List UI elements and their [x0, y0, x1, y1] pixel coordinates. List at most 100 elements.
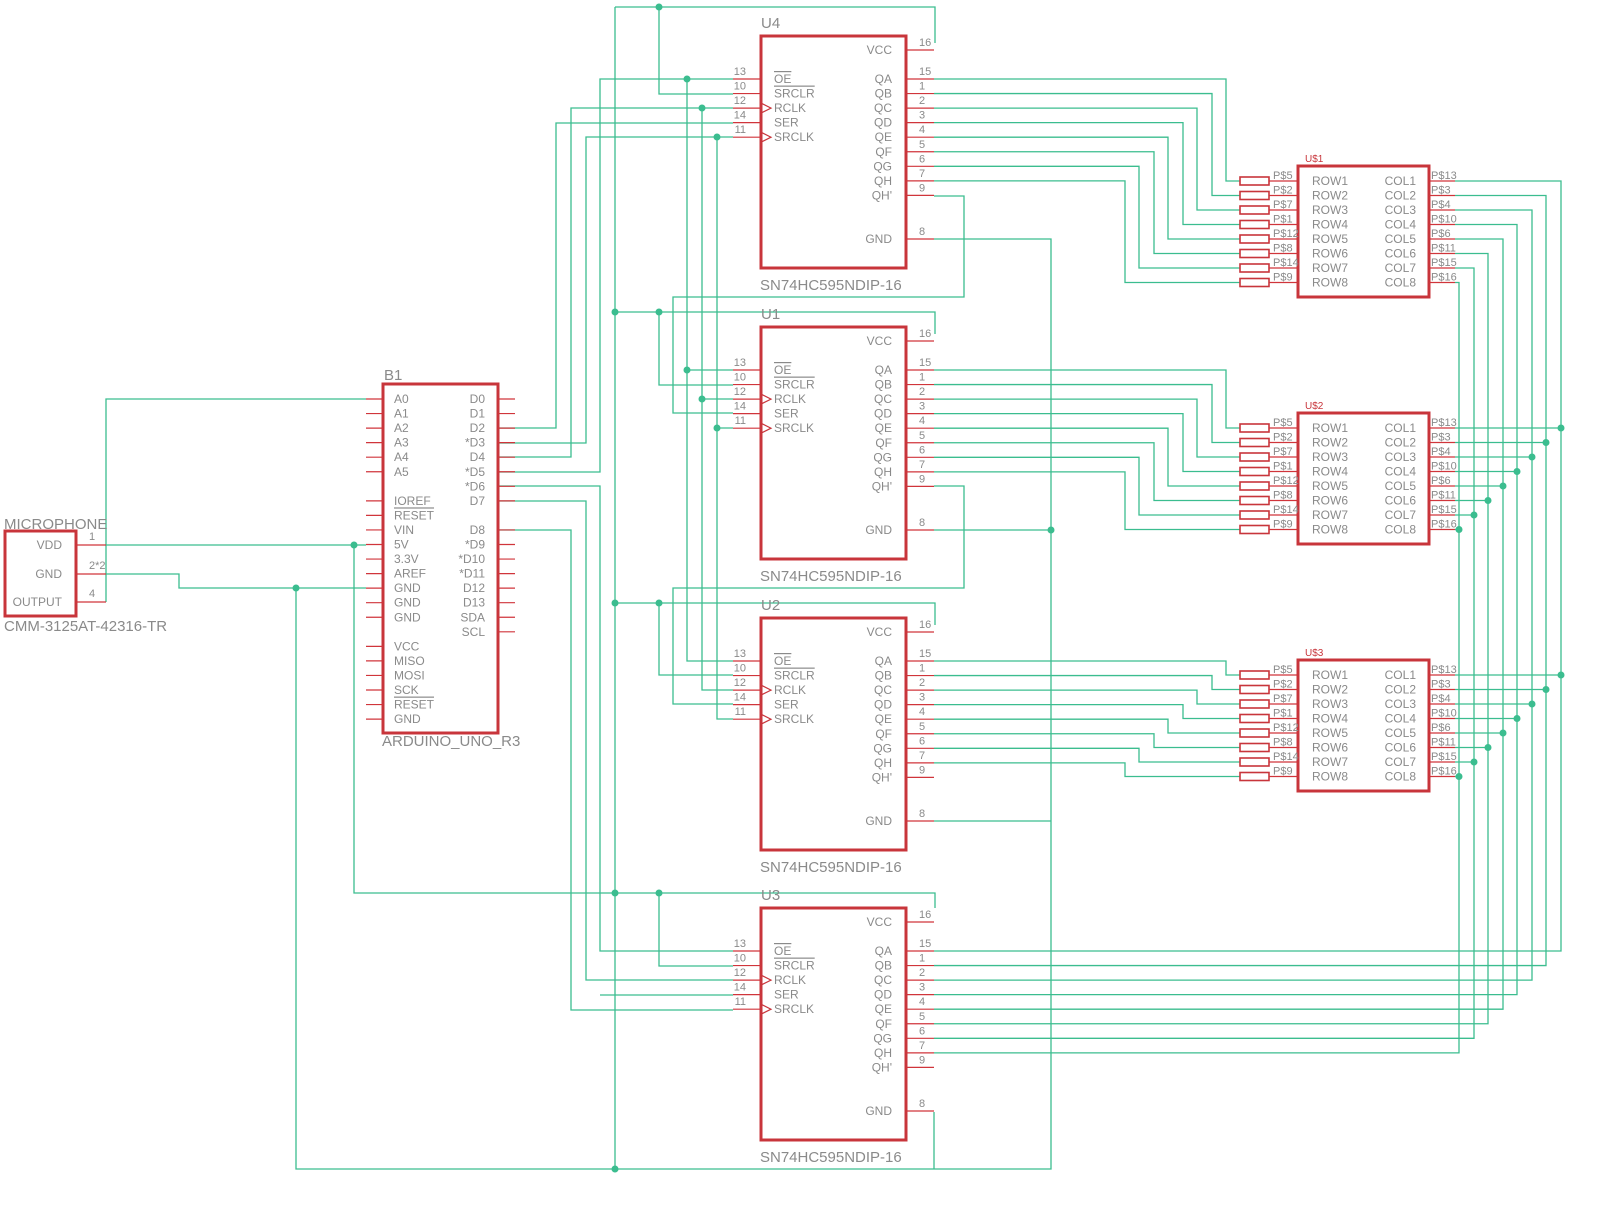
led-matrix-col-pad-label: P$11: [1431, 243, 1456, 255]
arduino-left-pin-label: 3.3V: [394, 552, 419, 566]
shift-register-pin-label: QB: [875, 669, 892, 683]
junction-dot: [655, 308, 663, 316]
shift-register-pin-label: QA: [875, 363, 892, 377]
junction-dot: [611, 1165, 619, 1173]
led-matrix-row-pad-label: P$12: [1273, 475, 1299, 487]
shift-register-pin-label: SER: [774, 407, 799, 421]
shift-register-pin-label: QB: [875, 87, 892, 101]
arduino-left-pin-label: GND: [394, 596, 421, 610]
shift-register-pin-number: 6: [919, 735, 925, 747]
shift-register-pin-label: SRCLR: [774, 87, 815, 101]
shift-register-pin-label: SRCLR: [774, 378, 815, 392]
shift-register-pin-number: 16: [919, 619, 931, 631]
shift-register-pin-number: 4: [919, 124, 925, 136]
led-matrix-col-pad-label: P$4: [1431, 693, 1451, 705]
led-matrix-row-pad-label: P$8: [1273, 737, 1293, 749]
row-resistor: [1239, 728, 1270, 738]
wire-col-1: [934, 180, 1562, 952]
led-matrix-col-pad-label: P$10: [1431, 461, 1457, 473]
junction-dot: [1499, 482, 1507, 490]
arduino-ref-label: B1: [384, 367, 402, 384]
shift-register-pin-number: 8: [919, 226, 925, 238]
arduino-left-pin-label: RESET: [394, 508, 435, 522]
led-matrix-col-pad-label: P$6: [1431, 722, 1451, 734]
row-resistor: [1239, 495, 1270, 506]
junction-dot: [655, 889, 663, 897]
wire-rclk-u3: [498, 500, 733, 981]
shift-register-pin-label: QC: [874, 973, 892, 987]
shift-register-pin-number: 5: [919, 139, 925, 151]
row-resistor: [1239, 452, 1270, 462]
led-matrix-col-pad-label: P$10: [1431, 214, 1457, 226]
wire-ser-u4: [498, 122, 733, 429]
row-resistor: [1239, 234, 1270, 244]
row-resistor: [1239, 481, 1270, 491]
led-matrix-col-pad-label: P$4: [1431, 199, 1451, 211]
led-matrix-row-label: ROW8: [1312, 770, 1348, 784]
led-matrix-col-label: COL8: [1385, 770, 1417, 784]
shift-register-pin-label: QE: [875, 421, 892, 435]
shift-register-pin-number: 11: [735, 706, 746, 718]
wire-chain-u4-u1: [672, 195, 965, 414]
clock-triangle: [760, 102, 773, 114]
junction-dot: [1455, 526, 1463, 533]
led-matrix-row-label: ROW4: [1312, 465, 1348, 479]
led-matrix-col-pad-label: P$11: [1431, 737, 1456, 749]
shift-register-pin-label: GND: [865, 523, 892, 537]
wire-row-3-1: [934, 660, 1240, 676]
led-matrix-row-pad-label: P$7: [1273, 446, 1293, 458]
shift-register-pin-number: 1: [919, 953, 925, 965]
led-matrix-col-label: COL4: [1385, 712, 1417, 726]
shift-register-pin-number: 16: [919, 328, 931, 340]
wire-row-1-1: [934, 78, 1240, 182]
microphone-pin-label: OUTPUT: [13, 595, 63, 609]
clock-triangle: [760, 422, 773, 434]
led-matrix-col-label: COL8: [1385, 523, 1417, 537]
shift-register-pin-number: 15: [919, 357, 931, 369]
shift-register-ref-label: U2: [761, 597, 780, 614]
shift-register-pin-label: QH: [874, 1046, 892, 1060]
junction-dot: [1455, 773, 1463, 780]
shift-register-pin-number: 9: [919, 473, 925, 485]
wire-row-2-8: [934, 471, 1240, 531]
led-matrix-col-label: COL7: [1385, 508, 1417, 522]
shift-register-ref-label: U3: [761, 887, 780, 904]
junction-dot: [1484, 744, 1492, 751]
led-matrix-col-pad-label: P$11: [1431, 490, 1456, 502]
shift-register-pin-number: 13: [734, 357, 746, 369]
arduino-left-pin-label: RESET: [394, 698, 435, 712]
wire-col-6: [934, 252, 1489, 1025]
shift-register-pin-label: SRCLK: [774, 130, 814, 144]
arduino-right-pin-label: *D6: [465, 479, 485, 493]
led-matrix-row-label: ROW3: [1312, 450, 1348, 464]
led-matrix-col-label: COL5: [1385, 726, 1417, 740]
led-matrix-col-pad-label: P$6: [1431, 475, 1451, 487]
shift-register-pin-number: 3: [919, 401, 925, 413]
shift-register-pin-number: 6: [919, 444, 925, 456]
junction-dot: [1484, 497, 1492, 504]
wire-chain-u1-u2: [672, 485, 965, 705]
shift-register-pin-label: QH': [872, 1060, 892, 1074]
shift-register-pin-label: QC: [874, 683, 892, 697]
led-matrix-col-pad-label: P$4: [1431, 446, 1451, 458]
junction-dot: [1470, 511, 1478, 519]
shift-register-pin-number: 9: [919, 1054, 925, 1066]
junction-dot: [1542, 686, 1550, 693]
shift-register-pin-number: 7: [919, 1040, 925, 1052]
led-matrix-col-label: COL2: [1385, 436, 1417, 450]
wire-srclk-u3: [498, 529, 733, 1011]
microphone-ref-label: MICROPHONE: [4, 516, 107, 533]
led-matrix-body: [1296, 411, 1431, 546]
shift-register-pin-label: QA: [875, 654, 892, 668]
microphone-pin-number: 4: [89, 588, 95, 600]
row-resistor: [1239, 684, 1270, 695]
led-matrix-col-pad-label: P$3: [1431, 185, 1451, 197]
wire-oe-u2: [686, 370, 733, 662]
arduino-left-pin-label: GND: [394, 581, 421, 595]
wire-srclr-u3: [658, 893, 733, 967]
shift-register-pin-number: 8: [919, 808, 925, 820]
row-resistor: [1239, 670, 1270, 680]
shift-register-pin-label: QH: [874, 174, 892, 188]
wire-vcc-u1: [615, 311, 936, 334]
shift-register-pin-number: 11: [735, 415, 746, 427]
